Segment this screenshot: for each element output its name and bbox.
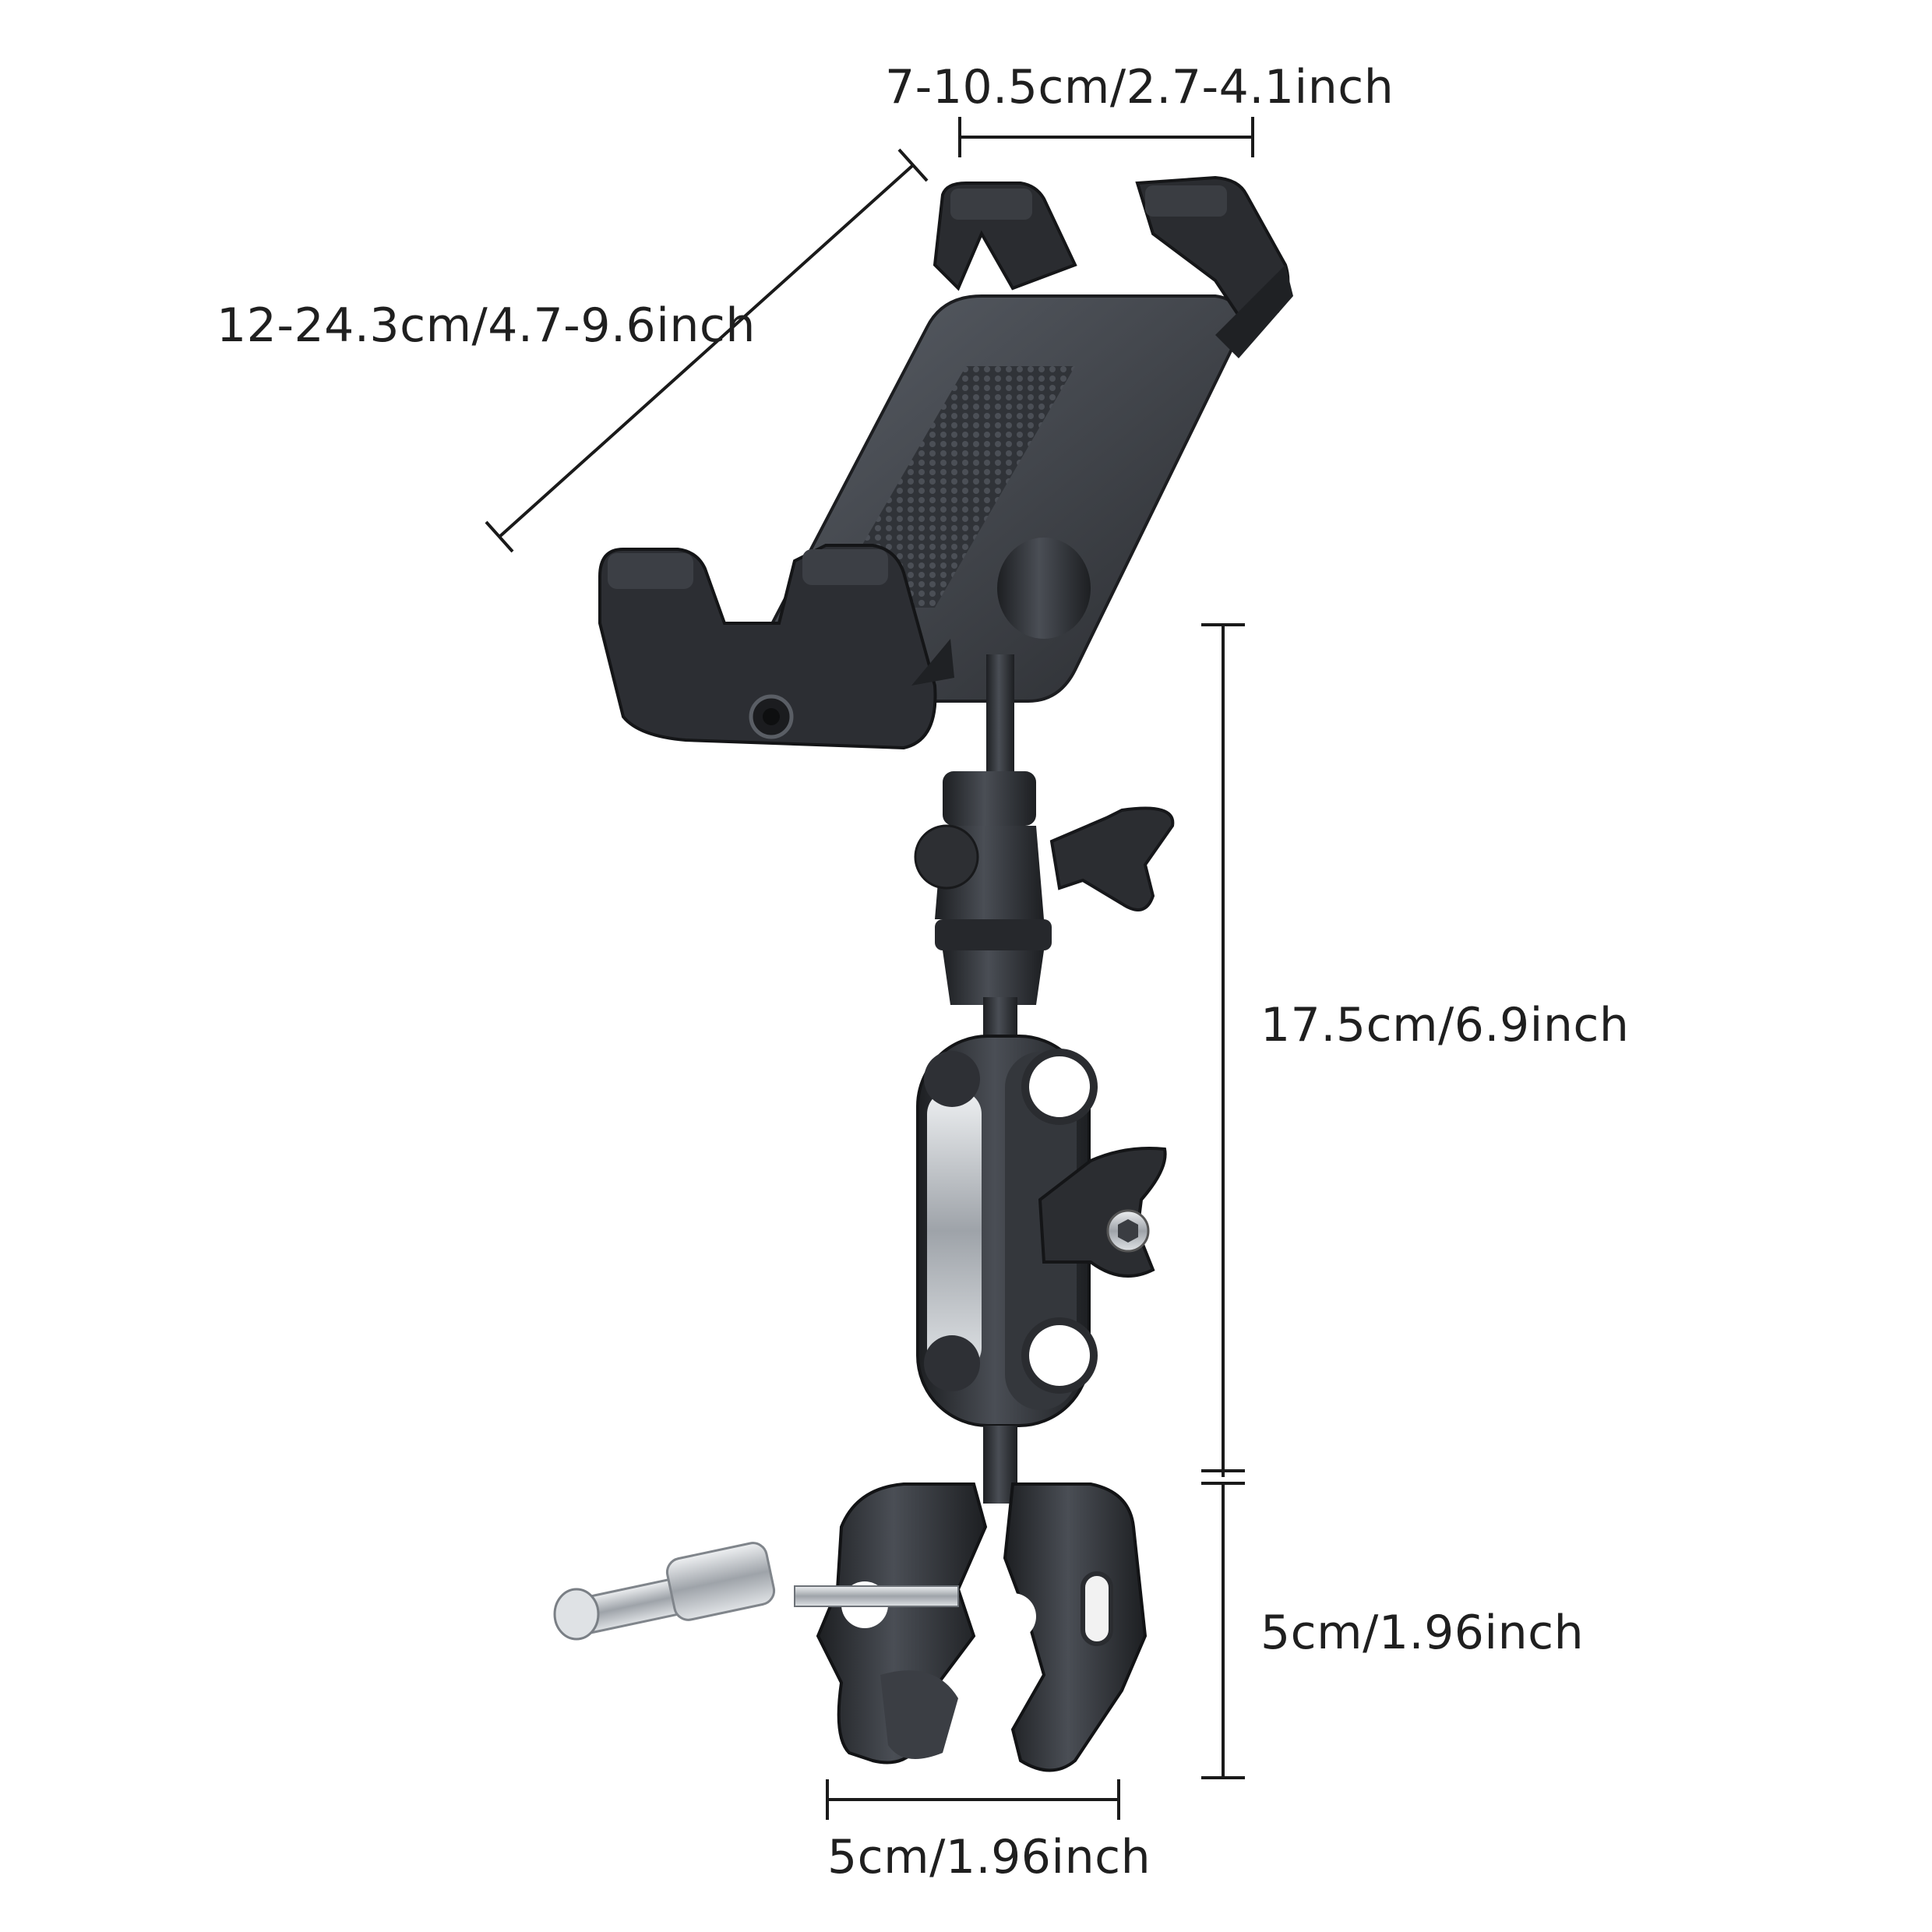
holder-width-label: 7-10.5cm/2.7-4.1inch xyxy=(885,60,1394,115)
clamp-height-label: 5cm/1.96inch xyxy=(1260,1606,1585,1660)
clamp-t-handle xyxy=(553,1542,776,1641)
holder-ball-joint xyxy=(986,538,1091,779)
magic-arm xyxy=(916,1035,1167,1427)
dimension-lines xyxy=(485,117,1254,1820)
ball-head xyxy=(914,771,1175,1005)
holder-length-label: 12-24.3cm/4.7-9.6inch xyxy=(217,298,756,353)
super-clamp xyxy=(794,1482,1148,1772)
clamp-width-label: 5cm/1.96inch xyxy=(827,1830,1151,1884)
tablet-holder xyxy=(598,175,1293,750)
arm-height-label: 17.5cm/6.9inch xyxy=(1260,998,1630,1052)
